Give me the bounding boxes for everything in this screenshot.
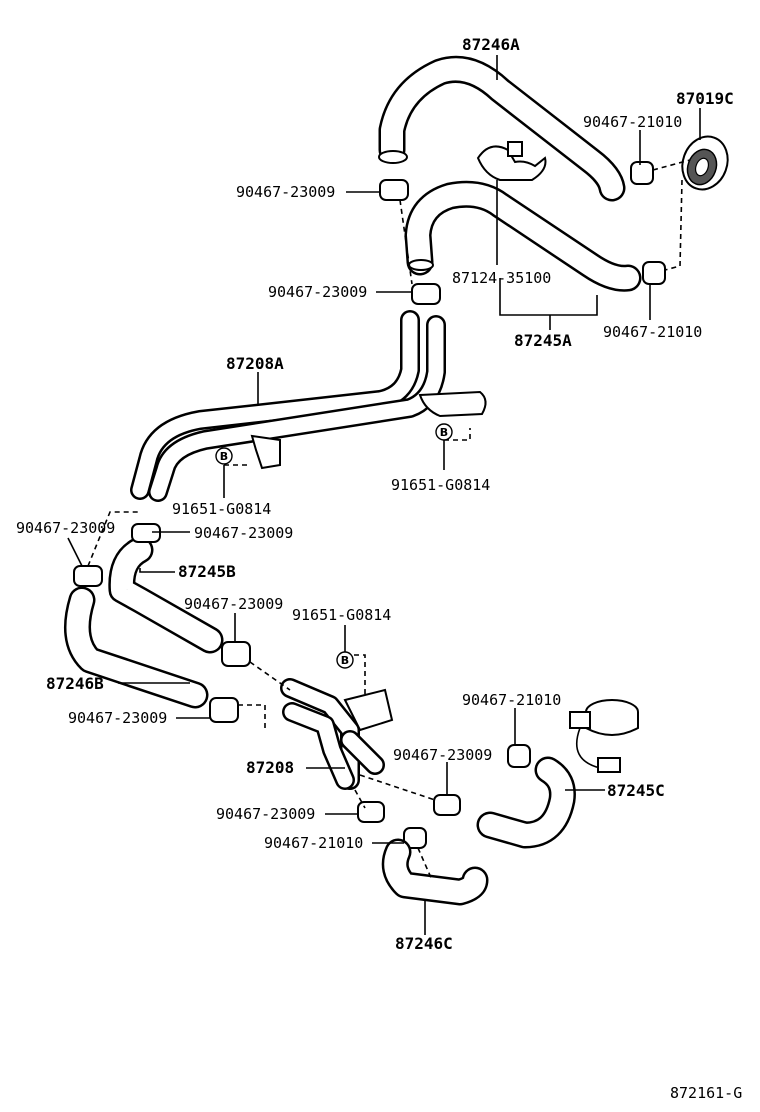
label-90467-23009-bottom: 90467-23009 [216,805,315,823]
clamp-21010-low [507,744,531,768]
clamp-23009-left [73,565,103,587]
label-91651-G0814-left: 91651-G0814 [172,500,271,518]
label-87208: 87208 [246,758,294,777]
clamp-23009-upper [379,179,409,201]
label-87124-35100: 87124-35100 [452,269,551,287]
pipe-87208A [130,310,487,502]
clamp-21010-right [642,261,666,285]
pipe-87208 [280,678,394,790]
hose-87246B [64,586,209,709]
label-91651-G0814-mid: 91651-G0814 [292,606,391,624]
grommet-87019C [681,135,729,191]
label-87246C: 87246C [395,934,453,953]
figure-code: 872161-G [670,1084,742,1102]
label-87208A: 87208A [226,354,284,373]
bolt-marker-left: B [215,447,233,465]
label-87246A: 87246A [462,35,520,54]
label-87246B: 87246B [46,674,104,693]
clamp-23009-leftb [131,523,161,543]
label-91651-G0814-right: 91651-G0814 [391,476,490,494]
label-90467-23009-low: 90467-23009 [68,709,167,727]
label-87245C: 87245C [607,781,665,800]
hose-87246A [378,55,626,202]
label-90467-23009-upper: 90467-23009 [236,183,335,201]
svg-text:B: B [220,450,228,463]
label-90467-23009-mid: 90467-23009 [184,595,283,613]
svg-text:B: B [440,426,448,439]
label-90467-23009-c: 90467-23009 [393,746,492,764]
label-87245B: 87245B [178,562,236,581]
clamp-23009-low [209,697,239,723]
clamp-21010-top-right [630,161,654,185]
label-90467-21010-bottom: 90467-21010 [264,834,363,852]
bolt-marker-right: B [435,423,453,441]
clip-87124-35100 [476,141,547,181]
label-90467-21010-right: 90467-21010 [603,323,702,341]
hose-87245B [108,536,224,654]
clamp-23009-c [433,794,461,816]
hose-87245A [404,180,642,292]
hose-87246C [381,838,489,906]
label-90467-21010-low: 90467-21010 [462,691,561,709]
label-87019C: 87019C [676,89,734,108]
bolt-marker-mid: B [336,651,354,669]
label-90467-21010-top: 90467-21010 [583,113,682,131]
svg-text:B: B [341,654,349,667]
sensor-connector [569,699,639,773]
clamp-21010-bottom [403,827,427,849]
clamp-23009-bottom [357,801,385,823]
label-90467-23009-leftb: 90467-23009 [194,524,293,542]
label-90467-23009-left: 90467-23009 [16,519,115,537]
clamp-23009-second [411,283,441,305]
label-90467-23009-second: 90467-23009 [268,283,367,301]
label-87245A: 87245A [514,331,572,350]
hose-87245C [476,756,576,849]
clamp-23009-mid [221,641,251,667]
